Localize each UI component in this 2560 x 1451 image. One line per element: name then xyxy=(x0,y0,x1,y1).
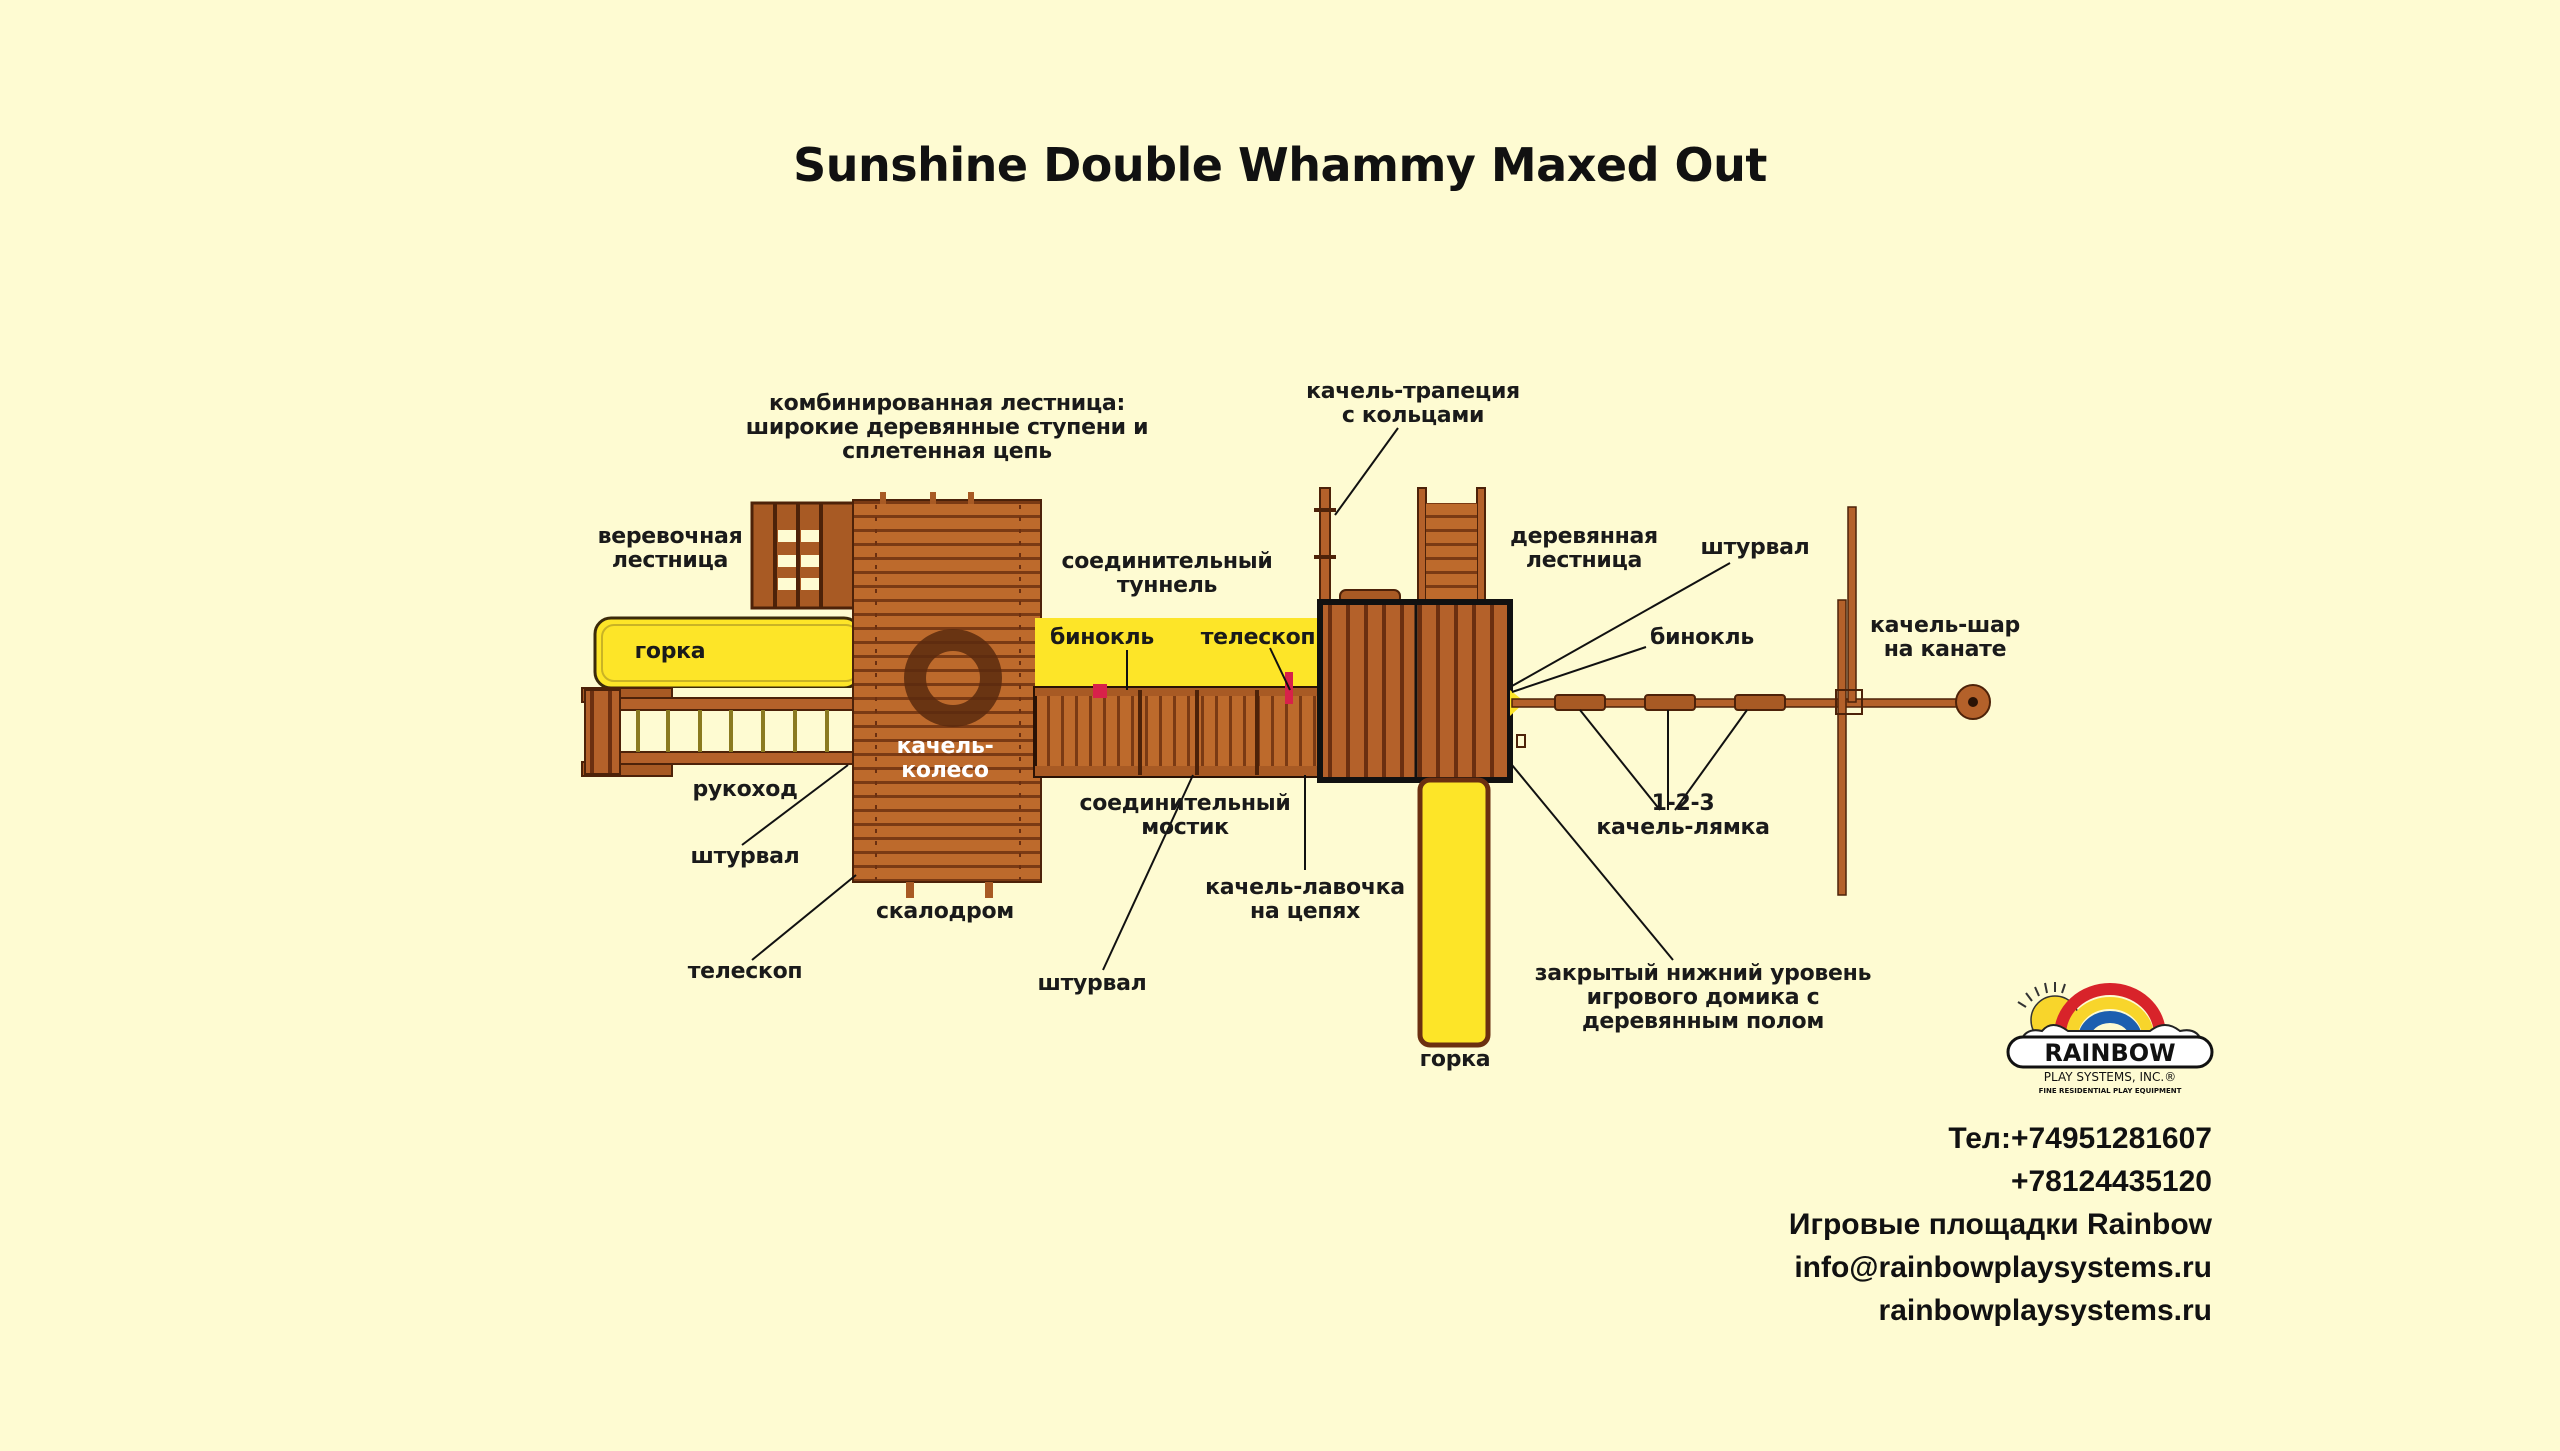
rope-ladder xyxy=(750,501,859,610)
leader-lines xyxy=(741,427,1748,971)
center-tower xyxy=(1317,589,1513,783)
contact-block: Тел:+74951281607 +78124435120 Игровые пл… xyxy=(1789,1117,2212,1332)
phone-primary: Тел:+74951281607 xyxy=(1948,1122,2212,1155)
tunnel-bridge xyxy=(1033,618,1325,778)
wood-ladder xyxy=(1417,487,1486,604)
belt-swing-1 xyxy=(1554,694,1606,711)
swing-beam xyxy=(1510,506,1991,896)
label-slide-left: горка xyxy=(634,639,706,664)
label-wheel-left: штурвал xyxy=(690,844,800,869)
monkey-bars xyxy=(581,687,861,777)
page-title: Sunshine Double Whammy Maxed Out xyxy=(793,138,1767,192)
label-binoculars-tunnel: бинокль xyxy=(1050,625,1154,650)
tire-swing-icon xyxy=(904,629,1002,727)
label-telescope-tunnel: телескоп xyxy=(1200,625,1316,650)
logo-tagline: FINE RESIDENTIAL PLAY EQUIPMENT xyxy=(2039,1087,2182,1095)
label-wheel-right: штурвал xyxy=(1700,535,1810,560)
label-telescope-left: телескоп xyxy=(687,959,803,984)
binoculars-icon xyxy=(1093,684,1107,698)
rainbow-logo: RAINBOW PLAY SYSTEMS, INC.® FINE RESIDEN… xyxy=(2006,982,2214,1095)
label-rock-wall: скалодром xyxy=(876,899,1014,924)
logo-wordmark: RAINBOW xyxy=(2044,1039,2175,1067)
bottom-slide xyxy=(1417,777,1491,1048)
label-slide-bottom: горка xyxy=(1419,1047,1491,1072)
label-monkey-bars: рукоход xyxy=(692,777,798,802)
label-combo-ladder: комбинированная лестница:широкие деревян… xyxy=(745,391,1149,464)
email-link[interactable]: info@rainbowplaysystems.ru xyxy=(1794,1251,2212,1284)
website-link[interactable]: rainbowplaysystems.ru xyxy=(1878,1294,2212,1327)
belt-swing-3 xyxy=(1734,694,1786,711)
phone-secondary: +78124435120 xyxy=(2010,1165,2212,1198)
label-tire-swing: качель-колесо xyxy=(896,734,994,783)
label-binoculars-right: бинокль xyxy=(1650,625,1754,650)
trapeze-pole xyxy=(1314,487,1336,604)
logo-subtitle: PLAY SYSTEMS, INC.® xyxy=(2044,1070,2176,1084)
left-tower xyxy=(852,492,1042,898)
belt-swing-2 xyxy=(1644,694,1696,711)
label-wheel-bridge: штурвал xyxy=(1037,971,1147,996)
company-name: Игровые площадки Rainbow xyxy=(1788,1208,2212,1241)
